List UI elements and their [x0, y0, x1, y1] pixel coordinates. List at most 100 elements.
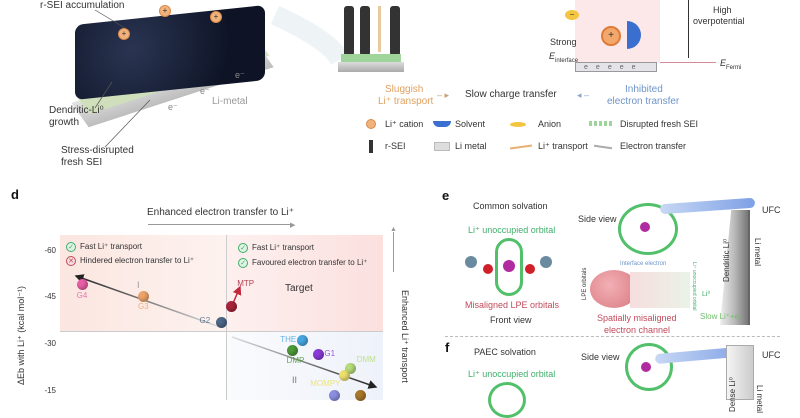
li-cation-icon: +	[159, 5, 171, 17]
lpe-orbitals-label: LPE orbitals	[582, 267, 588, 300]
li-cation-icon: +	[601, 26, 621, 46]
channel-label: Spatially misaligned	[597, 313, 677, 323]
top-arrow-label: Enhanced electron transfer to Li⁺	[147, 207, 295, 218]
side-molecule-f	[625, 343, 673, 391]
stress-label: Stress-disrupted	[61, 145, 134, 156]
top-arrow	[148, 224, 293, 225]
panel-separator	[445, 336, 780, 337]
overpotential-line	[688, 0, 689, 58]
right-arrow-label: Enhanced Li⁺ transport	[400, 290, 410, 383]
r-sei-icon	[369, 140, 373, 153]
li0-label: Li⁰	[702, 291, 711, 298]
li-atom	[640, 222, 650, 232]
inhibited-label-2: electron transfer	[607, 96, 680, 107]
channel-label-2: electron channel	[604, 325, 671, 335]
ufc-label: UFC	[762, 205, 781, 215]
point-label: MTP	[237, 278, 255, 288]
front-molecule	[455, 238, 560, 298]
electrode-bar: eeeee	[575, 62, 657, 72]
trend-arrow-I	[74, 274, 221, 328]
y-tick-label: -60	[44, 245, 56, 255]
dendritic-label: Dendritic-Li⁰	[49, 105, 104, 116]
overpotential-label: overpotential	[693, 16, 745, 26]
li-cation-icon: +	[210, 11, 222, 23]
arrow-icon: – ▸	[437, 90, 450, 100]
legend-label: Electron transfer	[620, 141, 687, 151]
side-molecule	[618, 203, 678, 255]
orbital-label: Li⁺ unoccupied orbital	[468, 369, 556, 379]
legend-label: Anion	[538, 119, 562, 129]
quadrant-left-legend: ✓ Fast Li⁺ transport ✕ Hindered electron t…	[66, 240, 194, 268]
legend-label: Li metal	[455, 141, 487, 151]
arrow-icon: ◂ –	[577, 90, 590, 100]
front-view-label: Front view	[490, 315, 532, 325]
point-label: G2	[199, 316, 211, 326]
legend-text: Fast Li⁺ transport	[80, 242, 143, 251]
li-cation-icon	[366, 119, 376, 129]
check-icon: ✓	[66, 241, 76, 252]
favoured-row: ✓Favoured electron transfer to Li⁺	[238, 255, 367, 270]
region-II-label: II	[292, 375, 298, 385]
front-molecule-f	[488, 382, 526, 418]
divider-vertical	[226, 235, 227, 400]
dense-li-column	[726, 345, 754, 400]
electron: e	[631, 64, 644, 71]
right-arrow	[393, 232, 394, 272]
dendritic-label: Dendritic Li⁰	[722, 238, 731, 282]
electron-label: e⁻	[200, 86, 210, 96]
ufc-label: UFC	[762, 350, 781, 360]
r-sei-pillar	[344, 6, 354, 56]
y-axis-label: ΔEb with Li⁺ (kcal mol⁻¹)	[16, 285, 26, 385]
panel-e-title: Common solvation	[473, 201, 548, 211]
y-tick-label: -30	[44, 338, 56, 348]
quadrant-top-right	[226, 235, 383, 331]
y-tick-label: -45	[44, 292, 56, 302]
region-I-label: I	[137, 280, 140, 290]
li-metal-label: Li metal	[753, 238, 762, 267]
top-arrow-head: ▶	[290, 222, 296, 229]
li-metal-base	[338, 62, 404, 72]
electron-label: e⁻	[168, 102, 178, 112]
r-sei-pillar	[390, 6, 400, 56]
li-cation-icon: +	[118, 28, 130, 40]
anion-icon	[510, 122, 526, 127]
sluggish-label-2: Li⁺ transport	[378, 96, 434, 107]
interface-electron-label: Interface electron	[620, 261, 667, 267]
li-metal-bar	[748, 210, 750, 325]
fresh-sei	[341, 54, 401, 62]
fast-transport-row: ✓Fast Li⁺ transport	[238, 240, 367, 255]
data-point	[338, 369, 350, 381]
high-label: High	[713, 5, 732, 15]
legend-text: Favoured electron transfer to Li⁺	[252, 258, 368, 267]
li-metal-icon	[434, 142, 450, 151]
solvent-icon	[433, 121, 451, 127]
li-metal-label: Li-metal	[212, 96, 248, 107]
right-arrow-head: ▲	[390, 226, 397, 233]
side-view-label: Side view	[578, 214, 617, 224]
panel-d-letter: d	[11, 187, 19, 202]
data-point	[287, 344, 299, 356]
cross-icon: ✕	[66, 255, 76, 266]
e-symbol: E	[720, 58, 727, 68]
li-atom	[503, 260, 515, 272]
slow-charge-label: Slow charge transfer	[465, 89, 557, 100]
fermi-sub: Fermi	[726, 64, 742, 71]
orbital-label: Li⁺ unoccupied orbital	[468, 225, 556, 235]
fermi-line	[660, 62, 716, 63]
legend-text: Hindered electron transfer to Li⁺	[80, 256, 195, 265]
carbon-atom	[465, 256, 477, 268]
data-point	[312, 349, 324, 361]
point-label: DMP	[286, 356, 305, 366]
quadrant-right-legend: ✓Fast Li⁺ transport ✓Favoured electron t…	[238, 240, 367, 270]
anion-icon: −	[565, 10, 579, 20]
li-metal-label: Li metal	[755, 385, 764, 414]
scatter-chart: ✓Fast Li⁺ transport ✕Hindered electron t…	[60, 235, 383, 401]
data-point	[77, 279, 89, 291]
electron: e	[584, 64, 596, 71]
data-point	[345, 363, 357, 375]
point-label: THE	[280, 334, 297, 344]
dendritic-label-2: growth	[49, 117, 80, 128]
point-label: DMM	[356, 354, 376, 364]
legend-label: Solvent	[455, 119, 486, 129]
y-tick-label: -15	[44, 385, 56, 395]
